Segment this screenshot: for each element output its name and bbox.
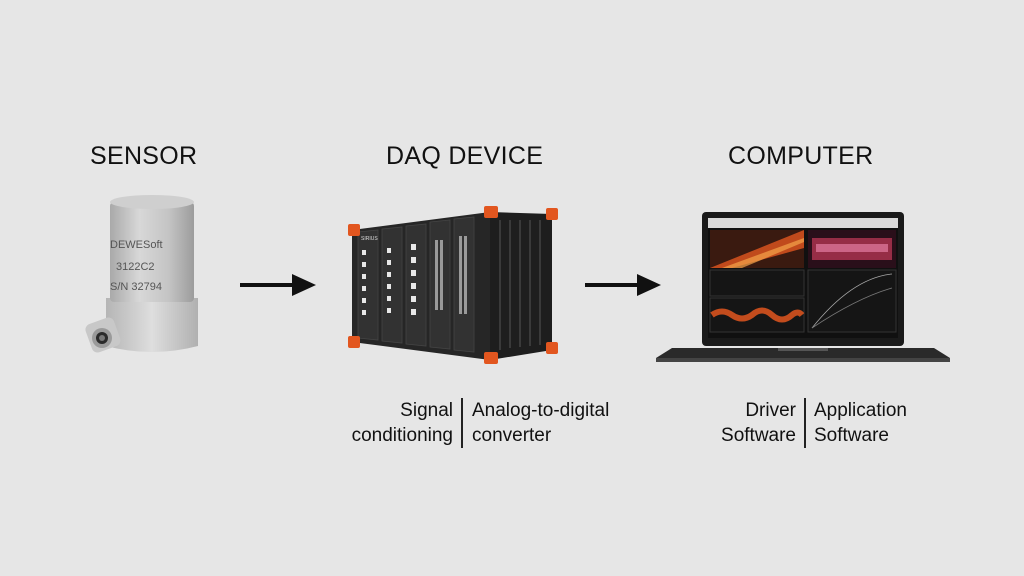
caption-line: Application	[814, 400, 907, 421]
application-software-caption: Application Software	[814, 398, 907, 448]
computer-title: COMPUTER	[728, 142, 874, 170]
signal-conditioning-caption: Signal conditioning	[352, 398, 453, 448]
sensor-label-line-2: 3122C2	[116, 261, 155, 273]
sensor-title: SENSOR	[90, 142, 198, 170]
daq-device-icon: SIRIUS	[348, 206, 558, 364]
caption-line: Software	[721, 425, 796, 446]
arrow-right-icon	[585, 274, 661, 296]
sensor-label-line-3: S/N 32794	[110, 281, 162, 293]
caption-line: conditioning	[351, 425, 453, 446]
adc-caption: Analog-to-digital converter	[472, 398, 609, 448]
caption-divider	[804, 398, 806, 448]
driver-software-caption: Driver Software	[721, 398, 796, 448]
caption-line: converter	[472, 425, 552, 446]
caption-line: Signal	[400, 400, 453, 421]
sensor-label-line-1: DEWESoft	[110, 239, 163, 251]
arrow-right-icon	[240, 274, 316, 296]
caption-line: Driver	[745, 400, 796, 421]
caption-line: Software	[814, 425, 889, 446]
laptop-icon	[656, 212, 950, 362]
caption-divider	[461, 398, 463, 448]
daq-device-title: DAQ DEVICE	[386, 142, 544, 170]
accelerometer-sensor-icon: DEWESoft 3122C2 S/N 32794	[85, 195, 198, 353]
caption-line: Analog-to-digital	[472, 400, 610, 421]
module-label: SIRIUS	[361, 236, 378, 242]
